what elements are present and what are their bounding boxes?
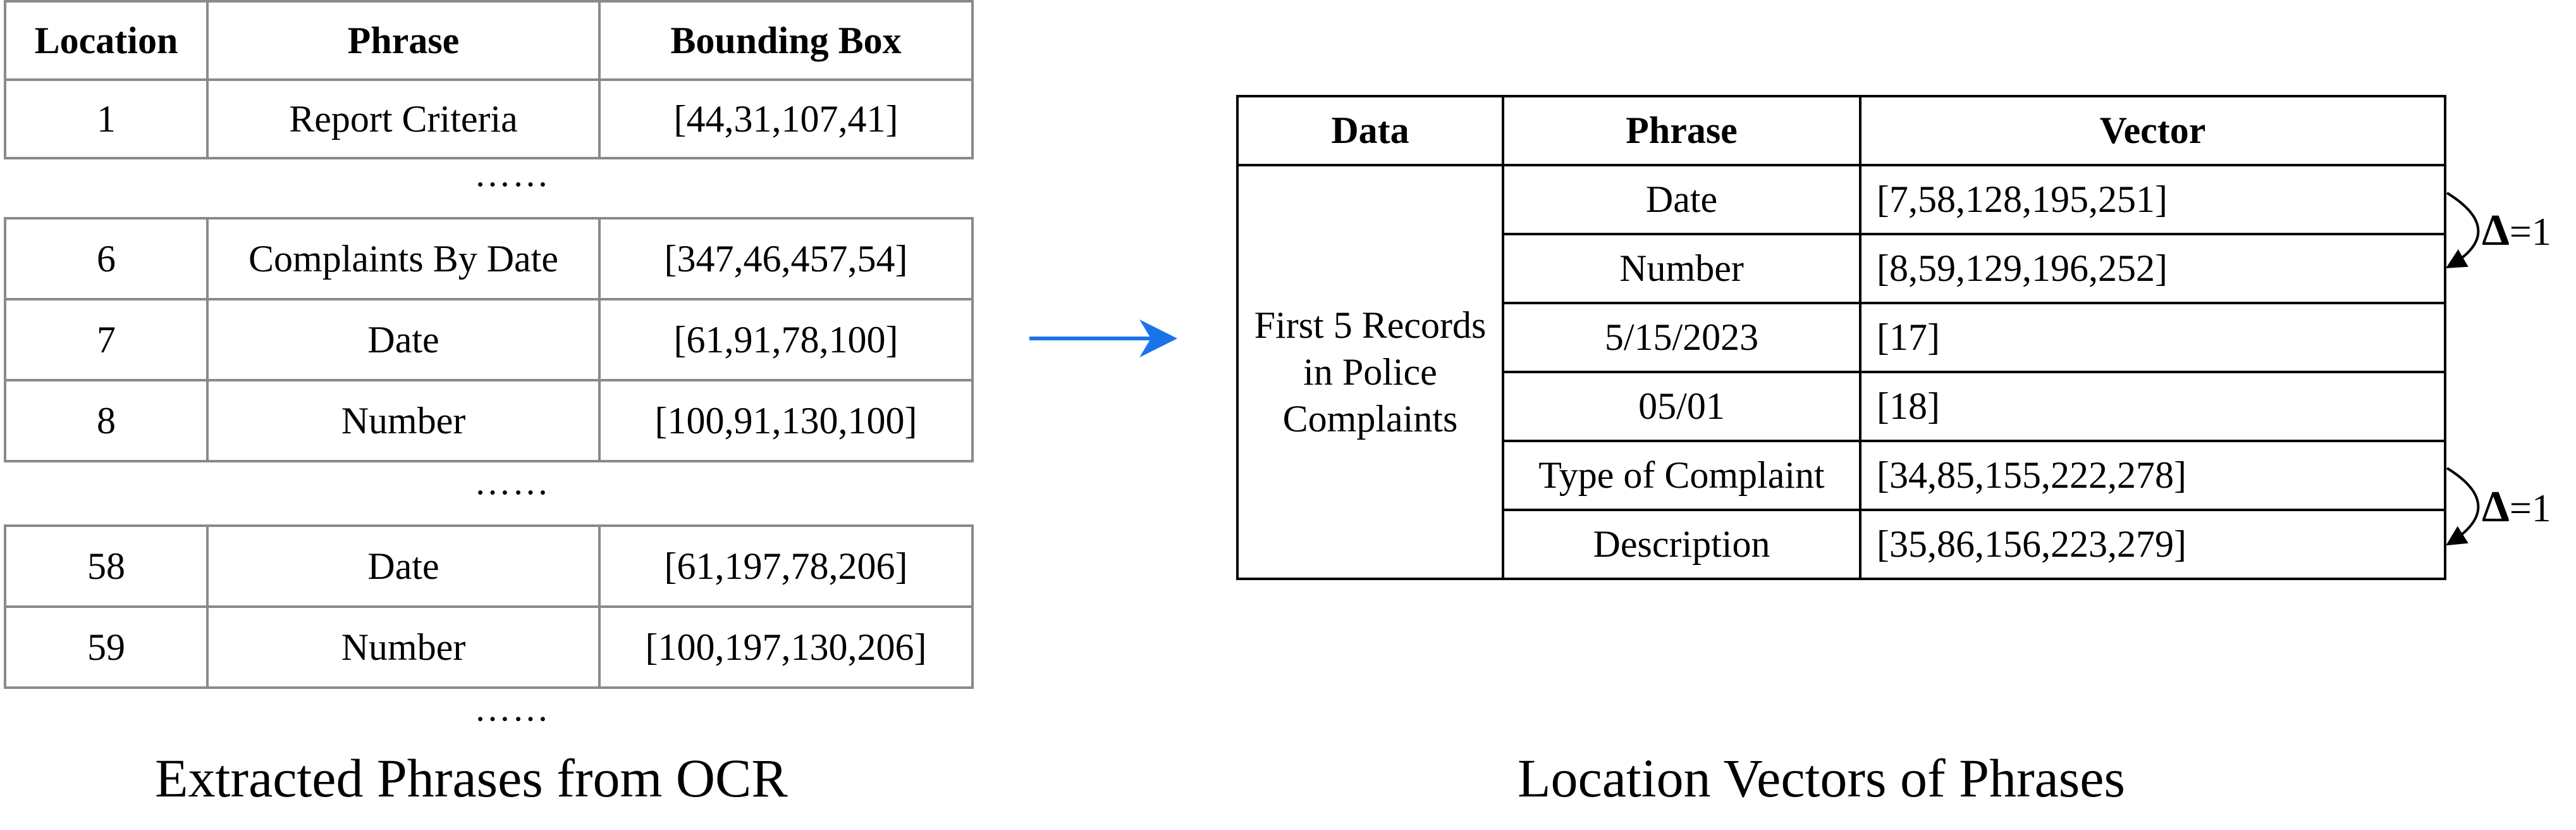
delta-symbol: Δ [2482, 483, 2510, 531]
ocr-ellipsis-1: …… [474, 153, 550, 194]
vector-data-cell: First 5 Records in Police Complaints [1236, 164, 1504, 580]
table-row: 58 Date [61,197,78,206] [4, 524, 974, 608]
delta-symbol: Δ [2482, 206, 2510, 255]
ocr-bbox-cell: [100,197,130,206] [598, 605, 974, 689]
ocr-phrase-cell: Number [206, 605, 601, 689]
delta-label-2: Δ=1 [2482, 482, 2551, 533]
vector-phrase-cell: Description [1502, 509, 1861, 580]
table-row: 59 Number [100,197,130,206] [4, 605, 974, 689]
delta-bracket-arrow-2 [2446, 467, 2480, 546]
ocr-ellipsis-3: …… [474, 688, 550, 729]
vector-value-cell: [35,86,156,223,279] [1859, 509, 2446, 580]
vector-table: Data Phrase Vector First 5 Records in Po… [1236, 95, 2446, 580]
ocr-table-header-row: Location Phrase Bounding Box [4, 0, 974, 81]
table-row: 1 Report Criteria [44,31,107,41] [4, 78, 974, 159]
ocr-caption: Extracted Phrases from OCR [155, 748, 788, 808]
ocr-location-cell: 58 [4, 524, 209, 608]
ocr-header-location: Location [4, 0, 209, 81]
ocr-phrase-cell: Number [206, 379, 601, 462]
delta-value: =1 [2509, 487, 2551, 530]
table-row: Number [8,59,129,196,252] [1237, 233, 2446, 304]
vector-value-cell: [7,58,128,195,251] [1859, 164, 2446, 235]
delta-value: =1 [2509, 211, 2551, 254]
ocr-location-cell: 7 [4, 298, 209, 381]
ocr-bbox-cell: [347,46,457,54] [598, 217, 974, 300]
table-row: 7 Date [61,91,78,100] [4, 298, 974, 381]
vector-phrase-cell: Date [1502, 164, 1861, 235]
ocr-location-cell: 1 [4, 78, 209, 159]
table-row: Type of Complaint [34,85,155,222,278] [1237, 440, 2446, 511]
ocr-phrase-cell: Date [206, 298, 601, 381]
ocr-table-group-3: 58 Date [61,197,78,206] 59 Number [100,1… [4, 524, 974, 689]
ocr-phrase-cell: Report Criteria [206, 78, 601, 159]
table-row: 5/15/2023 [17] [1237, 302, 2446, 373]
vector-header-vector: Vector [1859, 95, 2446, 166]
ocr-bbox-cell: [100,91,130,100] [598, 379, 974, 462]
ocr-phrase-cell: Complaints By Date [206, 217, 601, 300]
delta-label-1: Δ=1 [2482, 206, 2551, 256]
ocr-table-group-1: Location Phrase Bounding Box 1 Report Cr… [4, 0, 974, 159]
ocr-location-cell: 6 [4, 217, 209, 300]
ocr-header-phrase: Phrase [206, 0, 601, 81]
vector-value-cell: [17] [1859, 302, 2446, 373]
vector-header-phrase: Phrase [1502, 95, 1861, 166]
ocr-bbox-cell: [61,197,78,206] [598, 524, 974, 608]
vector-phrase-cell: 5/15/2023 [1502, 302, 1861, 373]
vector-phrase-cell: 05/01 [1502, 371, 1861, 442]
table-row: 6 Complaints By Date [347,46,457,54] [4, 217, 974, 300]
table-row: First 5 Records in Police Complaints Dat… [1236, 164, 2446, 580]
table-row: Description [35,86,156,223,279] [1237, 509, 2446, 580]
vector-caption: Location Vectors of Phrases [1518, 748, 2125, 808]
table-row: 8 Number [100,91,130,100] [4, 379, 974, 462]
ocr-bbox-cell: [44,31,107,41] [598, 78, 974, 159]
ocr-location-cell: 59 [4, 605, 209, 689]
delta-bracket-arrow-1 [2446, 192, 2480, 269]
vector-value-cell: [18] [1859, 371, 2446, 442]
ocr-location-cell: 8 [4, 379, 209, 462]
vector-value-cell: [34,85,155,222,278] [1859, 440, 2446, 511]
ocr-ellipsis-2: …… [474, 461, 550, 502]
ocr-phrase-cell: Date [206, 524, 601, 608]
ocr-bbox-cell: [61,91,78,100] [598, 298, 974, 381]
vector-header-data: Data [1236, 95, 1504, 166]
vector-phrase-cell: Type of Complaint [1502, 440, 1861, 511]
vector-phrase-cell: Number [1502, 233, 1861, 304]
table-row: 05/01 [18] [1237, 371, 2446, 442]
ocr-header-bbox: Bounding Box [598, 0, 974, 81]
ocr-table-group-2: 6 Complaints By Date [347,46,457,54] 7 D… [4, 217, 974, 462]
vector-table-header-row: Data Phrase Vector [1236, 95, 2446, 166]
vector-value-cell: [8,59,129,196,252] [1859, 233, 2446, 304]
